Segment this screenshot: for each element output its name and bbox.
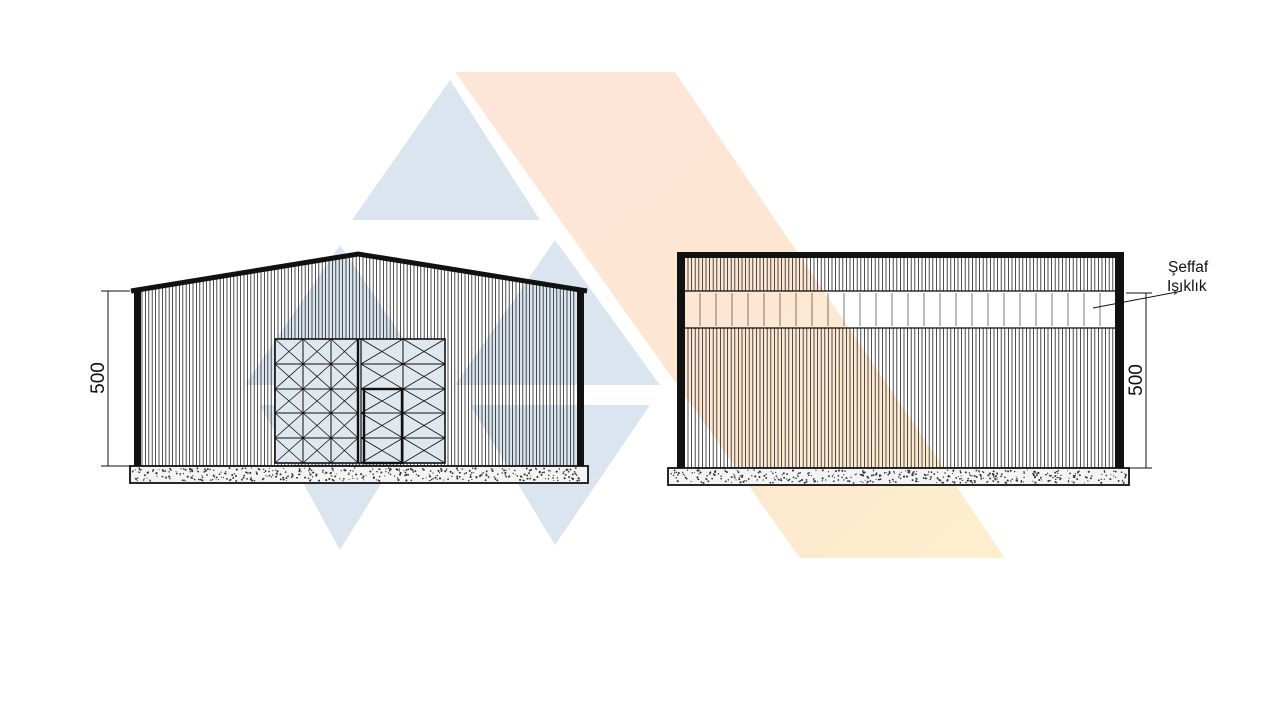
- skylight-annotation-line2: Işıklık: [1167, 278, 1207, 295]
- side-foundation-texture: [670, 469, 1127, 484]
- front-left-column: [134, 291, 141, 466]
- front-foundation: [129, 465, 589, 484]
- side-wall-cladding: [687, 258, 1114, 468]
- side-elevation: 500 Şeffaf Işıklık: [667, 252, 1209, 486]
- door-frame: [274, 338, 446, 464]
- front-height-dimension: [101, 290, 130, 467]
- front-roof-line: [130, 251, 588, 294]
- side-left-column: [677, 252, 685, 468]
- front-right-column: [577, 291, 584, 466]
- watermark-triangle-right: [455, 240, 660, 385]
- front-height-label: 500: [88, 362, 109, 394]
- side-height-dimension: [1126, 292, 1152, 469]
- front-door-panels: [274, 338, 446, 465]
- side-height-label: 500: [1126, 364, 1147, 396]
- skylight-annotation-line1: Şeffaf: [1168, 259, 1209, 276]
- front-foundation-texture: [131, 467, 581, 482]
- personnel-door: [362, 387, 404, 465]
- skylight-leader-line: [1092, 290, 1183, 309]
- front-elevation: 500: [88, 251, 589, 484]
- side-right-column: [1115, 252, 1124, 468]
- side-top-beam: [677, 252, 1124, 258]
- watermark-diagonal-band: [455, 72, 1005, 558]
- skylight-panels: [699, 293, 1101, 326]
- watermark-triangle-top: [352, 80, 540, 220]
